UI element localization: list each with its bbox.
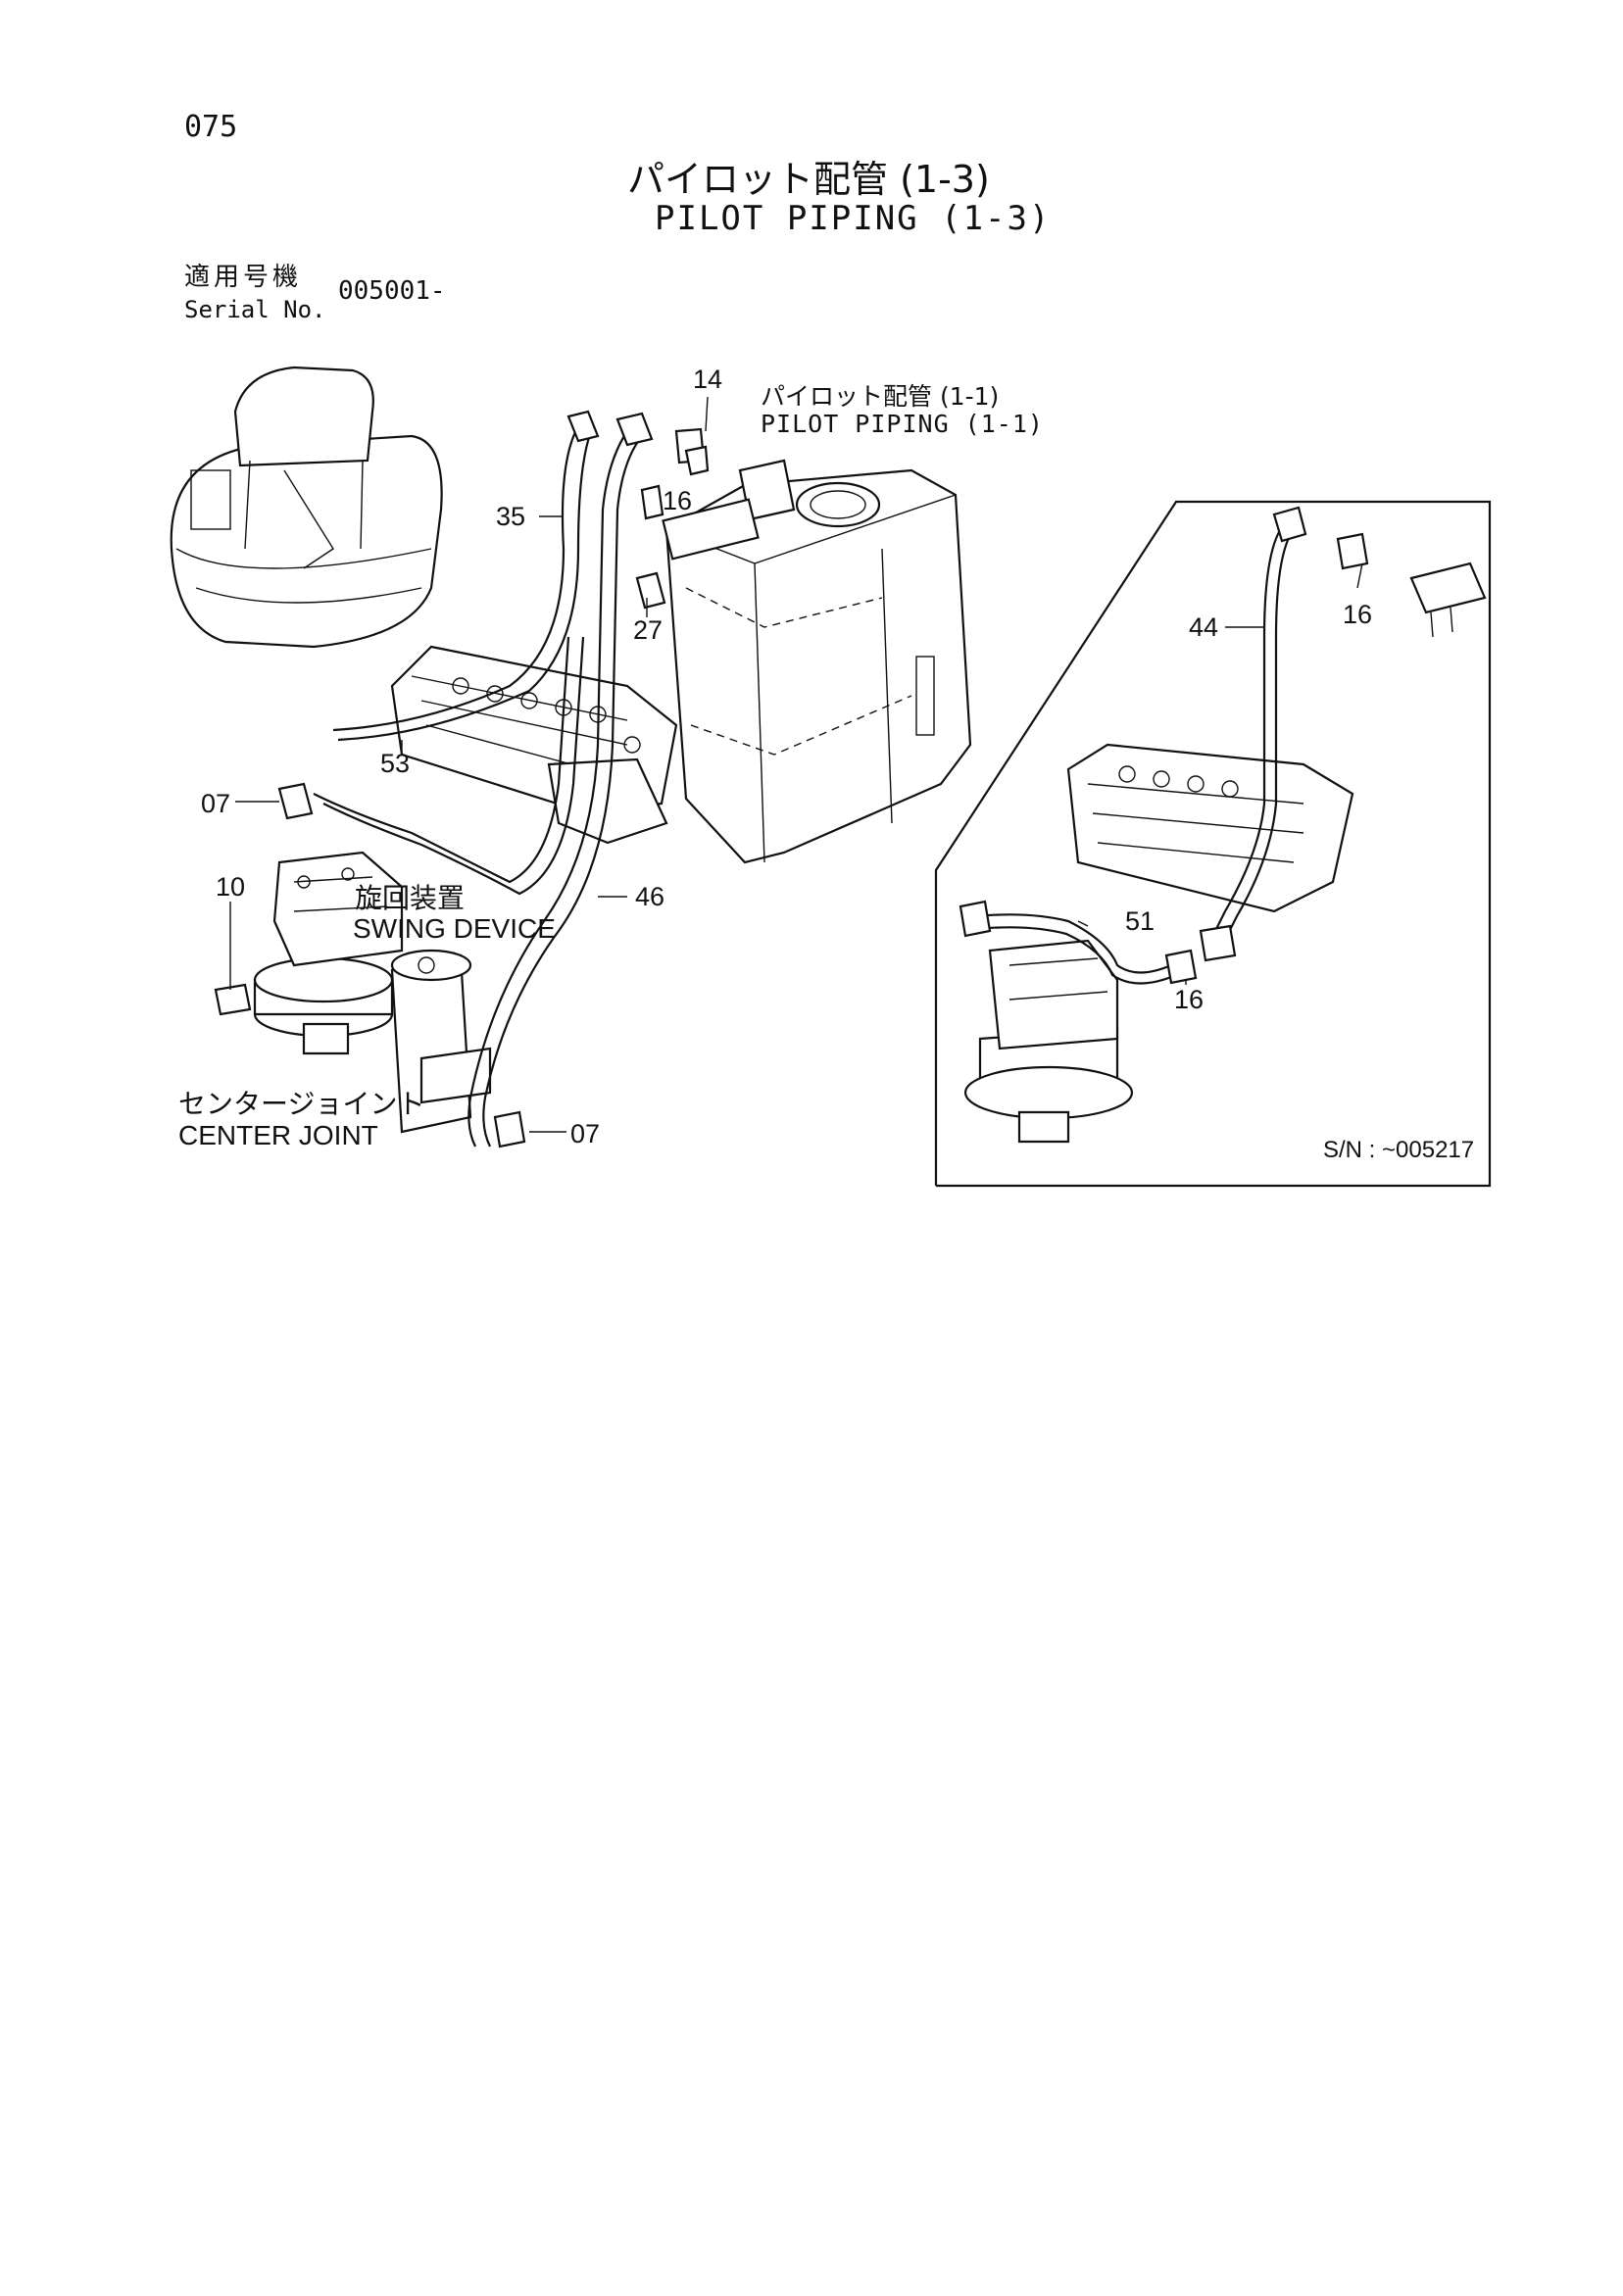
page-title-en: PILOT PIPING (1-3) xyxy=(655,199,1052,238)
swing-device-illustration xyxy=(253,851,404,1055)
hoses-main xyxy=(214,410,710,1148)
callout-27: 27 xyxy=(633,615,664,645)
page-title-jp: パイロット配管 (1-3) xyxy=(627,158,990,201)
serial-label-en: Serial No. xyxy=(184,296,326,323)
callout-53: 53 xyxy=(380,749,411,778)
inset-illustration xyxy=(959,506,1487,1144)
hydraulic-tank xyxy=(662,459,972,864)
swing-device-label-en: SWING DEVICE xyxy=(353,913,556,944)
callout-35: 35 xyxy=(496,502,526,531)
excavator-illustration xyxy=(170,366,443,649)
callout-14: 14 xyxy=(693,365,723,394)
serial-label-jp: 適用号機 xyxy=(184,263,303,292)
reference-label-jp: パイロット配管 (1-1) xyxy=(761,382,1000,411)
inset-serial-note: S/N : ~005217 xyxy=(1323,1137,1475,1163)
callout-10: 10 xyxy=(216,872,246,902)
swing-device-label-jp: 旋回装置 xyxy=(355,883,466,913)
serial-value: 005001- xyxy=(338,276,446,306)
callout-46: 46 xyxy=(635,882,665,911)
center-joint-label-jp: センタージョイント xyxy=(178,1089,425,1119)
control-valve xyxy=(390,645,678,845)
leader-lines-main xyxy=(229,396,709,1133)
callout-16: 16 xyxy=(663,486,693,515)
callout-51: 51 xyxy=(1125,906,1156,936)
center-joint-label-en: CENTER JOINT xyxy=(178,1120,378,1150)
callout-07-upper: 07 xyxy=(201,789,231,818)
reference-label-en: PILOT PIPING (1-1) xyxy=(761,410,1044,438)
inset-frame xyxy=(934,500,1492,1188)
callout-16-inset-lower: 16 xyxy=(1174,985,1205,1014)
callout-16-inset-upper: 16 xyxy=(1343,600,1373,629)
page-number: 075 xyxy=(184,110,238,144)
callout-07-lower: 07 xyxy=(570,1119,601,1148)
callout-44: 44 xyxy=(1189,612,1219,642)
